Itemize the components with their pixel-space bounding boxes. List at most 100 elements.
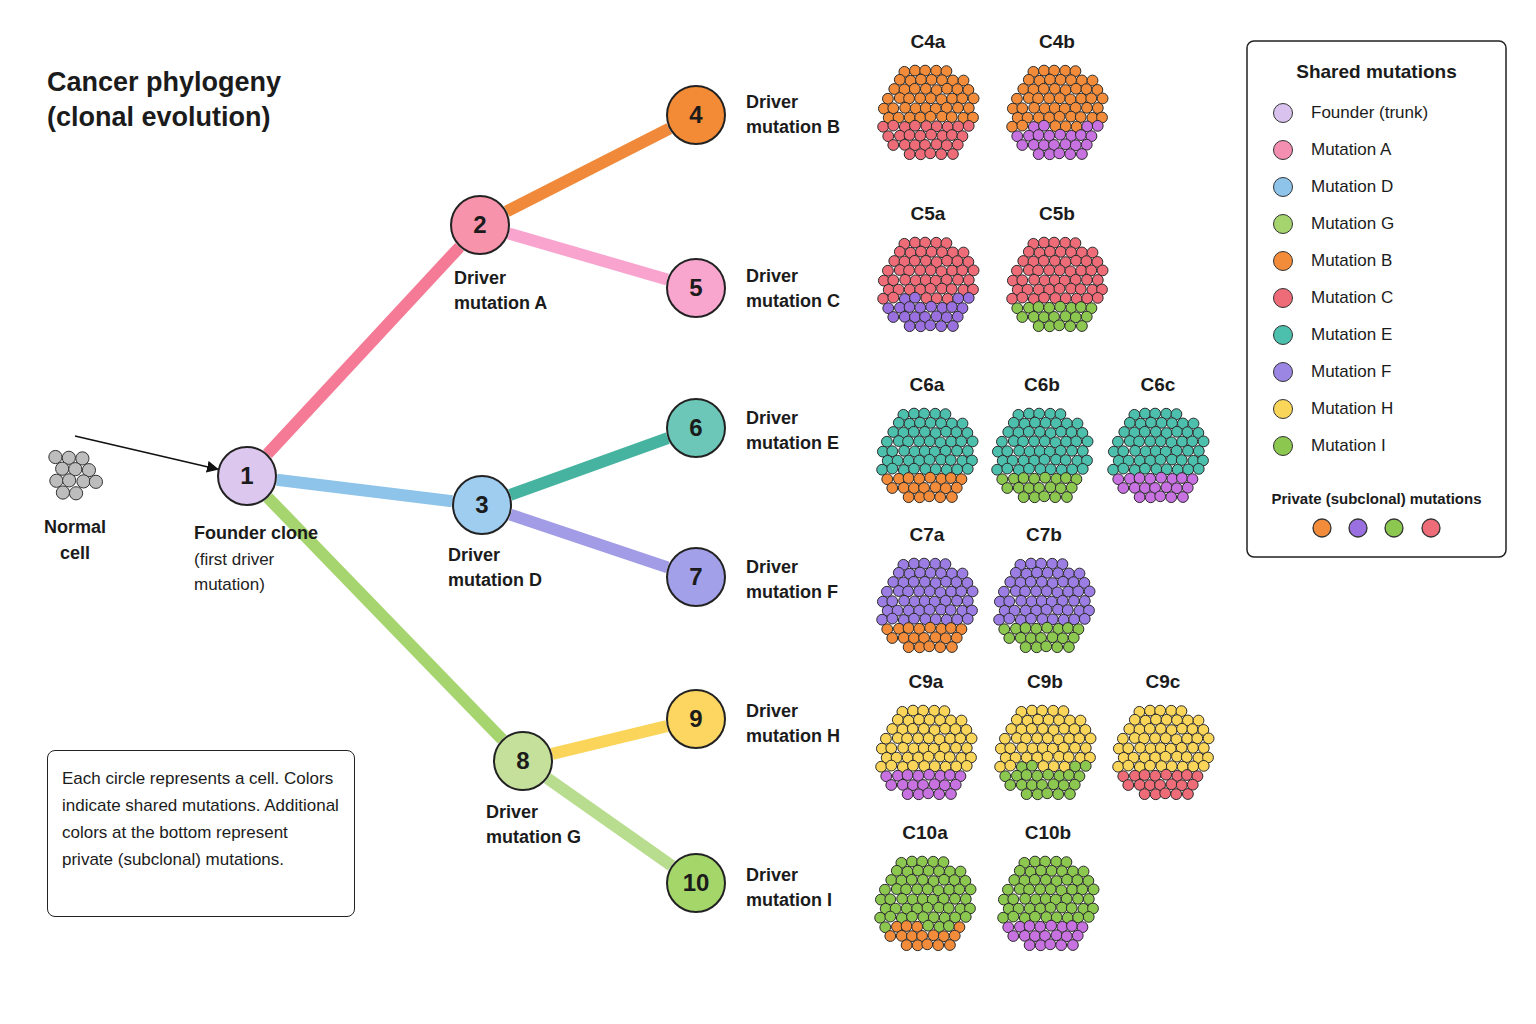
cell-cluster xyxy=(868,56,988,168)
cell-cluster xyxy=(866,696,986,808)
cell-dot xyxy=(1130,445,1141,456)
cell-dot xyxy=(1075,284,1086,295)
population-label: C4a xyxy=(868,30,988,54)
cell-dot xyxy=(1068,940,1079,951)
cell-dot xyxy=(939,874,950,885)
legend-frame xyxy=(1247,41,1506,557)
clone-circle: 6Driver mutation E xyxy=(666,398,726,458)
cell-dot xyxy=(934,902,945,913)
cell-cluster xyxy=(868,228,988,340)
legend-text: Mutation G xyxy=(1311,212,1394,236)
cell-dot xyxy=(1076,302,1087,313)
cell-population: C5b xyxy=(997,202,1117,342)
legend-text: Founder (trunk) xyxy=(1311,101,1428,125)
cell-dot xyxy=(923,788,934,799)
cell-dot xyxy=(899,445,910,456)
cell-dot xyxy=(924,586,935,597)
cell-dot xyxy=(962,463,973,474)
cell-dot xyxy=(914,586,925,597)
clone-circle: 7Driver mutation F xyxy=(666,547,726,607)
cell-dot xyxy=(965,884,976,895)
cell-dot xyxy=(886,760,897,771)
legend-text: Mutation B xyxy=(1311,249,1392,273)
cell-dot xyxy=(1092,292,1103,303)
cell-cluster xyxy=(997,228,1117,340)
cell-dot xyxy=(936,149,947,160)
cell-dot xyxy=(940,723,951,734)
cell-dot xyxy=(935,751,946,762)
cell-dot xyxy=(1035,884,1046,895)
legend-item: Mutation G xyxy=(1247,212,1506,236)
cell-dot xyxy=(925,622,936,633)
note-text: Each circle represents a cell. Colors in… xyxy=(62,765,340,873)
cell-dot xyxy=(1077,321,1088,332)
cell-dot xyxy=(902,770,913,781)
driver-label: Driver mutation D xyxy=(448,543,568,593)
cell-dot xyxy=(963,292,974,303)
population-label: C10a xyxy=(865,821,985,845)
cell-dot xyxy=(1172,751,1183,762)
clone-circle: 8Driver mutation G xyxy=(493,731,553,791)
cell-dot xyxy=(936,321,947,332)
cell-dot xyxy=(953,274,964,285)
cell-dot xyxy=(1020,642,1031,653)
cell-dot xyxy=(950,893,961,904)
cell-dot xyxy=(1071,255,1082,266)
cell-dot xyxy=(960,911,971,922)
cell-dot xyxy=(1063,623,1074,634)
cell-dot xyxy=(1092,120,1103,131)
cell-dot xyxy=(999,586,1010,597)
cell-dot xyxy=(1044,265,1055,276)
cell-dot xyxy=(914,436,925,447)
cell-dot xyxy=(1031,586,1042,597)
lineage-branch xyxy=(277,480,452,502)
cell-dot xyxy=(946,789,957,800)
lineage-branch xyxy=(510,438,668,495)
driver-label: Driver mutation A xyxy=(454,266,574,316)
arrow-connector xyxy=(75,436,218,469)
legend-panel: Founder (trunk)Mutation AMutation DMutat… xyxy=(1247,41,1506,557)
cell-dot xyxy=(946,473,957,484)
cell-dot xyxy=(1024,921,1035,932)
cell-dot xyxy=(1171,789,1182,800)
cell-dot xyxy=(1082,102,1093,113)
cell-dot xyxy=(1002,463,1013,474)
legend-swatch xyxy=(1273,325,1293,345)
cell-dot xyxy=(1017,312,1028,323)
cell-dot xyxy=(886,780,897,791)
normal-cell-label: Normal cell xyxy=(30,514,120,566)
cell-dot xyxy=(937,111,948,122)
cell-dot xyxy=(1156,472,1167,483)
cell-dot xyxy=(1024,940,1035,951)
cell-dot xyxy=(1005,780,1016,791)
lineage-branch xyxy=(507,129,670,212)
population-label: C4b xyxy=(997,30,1117,54)
population-label: C9a xyxy=(866,670,986,694)
driver-label: Founder clone xyxy=(194,521,364,546)
cell-dot xyxy=(936,604,947,615)
legend-item: Mutation B xyxy=(1247,249,1506,273)
cell-dot xyxy=(888,312,899,323)
cell-dot xyxy=(953,102,964,113)
cell-dot xyxy=(883,93,894,104)
cell-dot xyxy=(903,473,914,484)
cell-dot xyxy=(1134,473,1145,484)
cell-dot xyxy=(1113,436,1124,447)
clone-circle: 5Driver mutation C xyxy=(666,258,726,318)
legend-swatch xyxy=(1273,140,1293,160)
cell-dot xyxy=(937,283,948,294)
cell-dot xyxy=(946,284,957,295)
driver-label: Driver mutation G xyxy=(486,800,606,850)
cell-dot xyxy=(926,301,937,312)
cell-dot xyxy=(1003,884,1014,895)
lineage-branch xyxy=(552,726,667,754)
legend-text: Mutation A xyxy=(1311,138,1391,162)
cell-dot xyxy=(1118,733,1129,744)
cell-dot xyxy=(50,474,63,487)
cell-dot xyxy=(1059,723,1070,734)
legend-item: Mutation H xyxy=(1247,397,1506,421)
lineage-branch xyxy=(510,515,667,568)
cell-population: C6b xyxy=(982,373,1102,513)
cell-dot xyxy=(1018,492,1029,503)
